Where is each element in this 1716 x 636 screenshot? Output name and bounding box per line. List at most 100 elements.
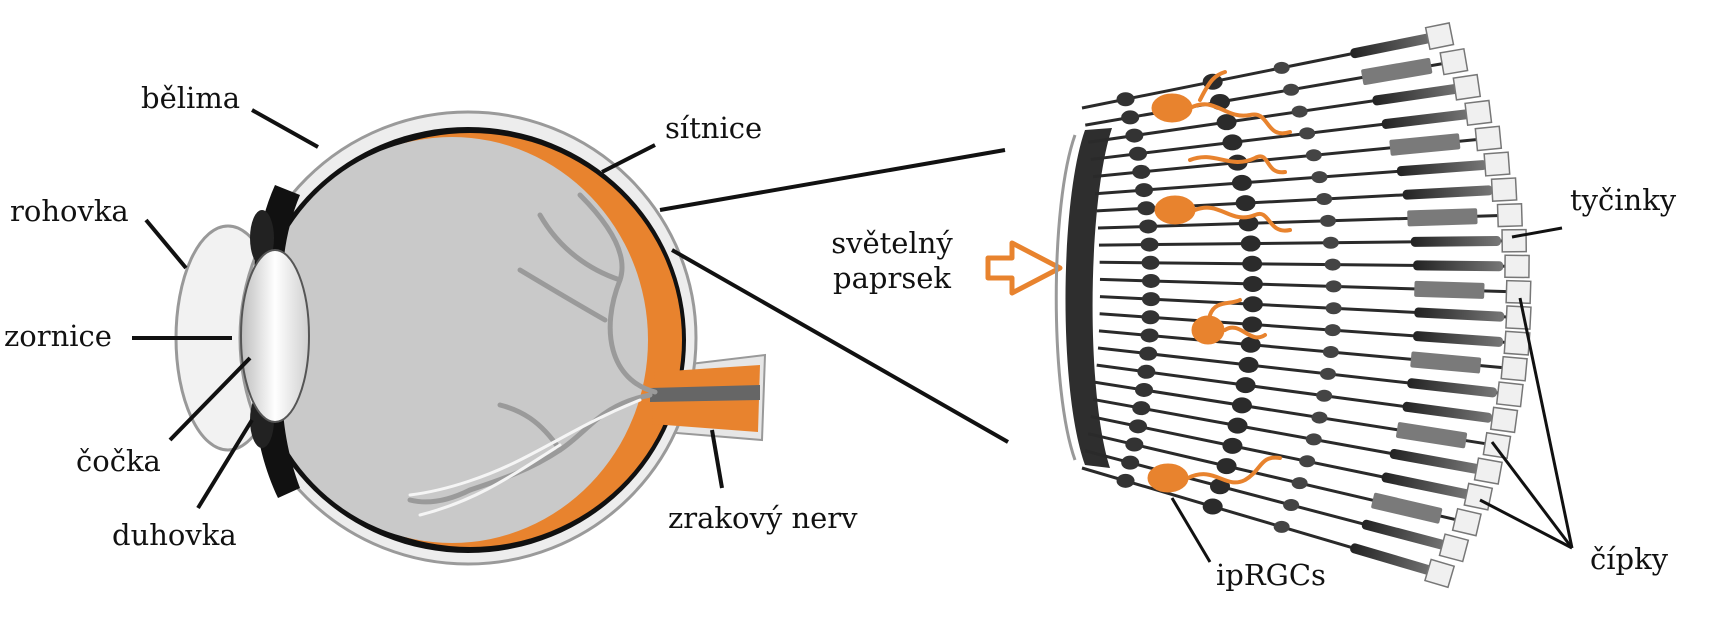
- ganglion-cell: [1139, 219, 1158, 234]
- bipolar-cell: [1216, 458, 1237, 475]
- rod-cell: [1350, 543, 1438, 577]
- rod-cell: [1407, 378, 1497, 398]
- photoreceptor-nucleus: [1319, 367, 1336, 380]
- bipolar-cell: [1242, 296, 1263, 313]
- pigment-epithelium-cell: [1474, 125, 1503, 152]
- photoreceptor-nucleus: [1324, 324, 1341, 337]
- bipolar-cell: [1240, 336, 1261, 353]
- zoom-line-top: [659, 148, 1006, 212]
- photoreceptor-nucleus: [1283, 83, 1300, 96]
- photoreceptor-nucleus: [1322, 345, 1339, 358]
- bipolar-cell: [1202, 498, 1223, 515]
- label-light-ray-line2: paprsek: [833, 261, 951, 296]
- photoreceptor-nucleus: [1316, 192, 1333, 205]
- photoreceptor-nucleus: [1325, 280, 1342, 293]
- photoreceptor-nucleus: [1316, 389, 1333, 402]
- blood-vessels-light: [408, 398, 642, 517]
- bipolar-cell: [1240, 235, 1261, 252]
- bipolar-cell: [1235, 377, 1256, 394]
- cones-callout-3: [1479, 498, 1573, 550]
- bipolar-cell: [1222, 134, 1243, 151]
- pigment-epithelium-cell: [1504, 254, 1530, 279]
- nerve-fiber-layer: [1065, 128, 1112, 468]
- label-retina: sítnice: [665, 111, 763, 145]
- photoreceptor-nucleus: [1291, 477, 1308, 490]
- ganglion-cell: [1129, 419, 1148, 434]
- rod-cell: [1410, 235, 1501, 247]
- pigment-epithelium-cell: [1495, 381, 1524, 408]
- pigment-epithelium-cell: [1505, 279, 1532, 305]
- rod-cell: [1396, 160, 1487, 177]
- photoreceptor-nucleus: [1319, 214, 1336, 227]
- rod-cell: [1381, 472, 1471, 500]
- pigment-epithelium-cell: [1451, 507, 1482, 537]
- pigment-epithelium-cell: [1503, 330, 1531, 356]
- cone-cell: [1389, 133, 1461, 156]
- photoreceptor-nucleus: [1299, 127, 1316, 140]
- bipolar-cell: [1242, 316, 1263, 333]
- rod-cell: [1402, 185, 1493, 200]
- cone-cell: [1414, 280, 1485, 299]
- ganglion-cell: [1121, 110, 1140, 125]
- ganglion-cell: [1125, 128, 1144, 143]
- inner-limiting-membrane: [1054, 134, 1077, 461]
- label-pupil: zornice: [4, 319, 112, 353]
- eye-callouts: [132, 108, 1009, 510]
- rod-cell: [1372, 83, 1462, 106]
- rod-cell: [1414, 307, 1505, 322]
- bipolar-cell: [1231, 397, 1252, 414]
- photoreceptor-nucleus: [1273, 61, 1290, 74]
- eyeball: [174, 110, 767, 566]
- cones-callout-1: [1518, 297, 1574, 549]
- ganglion-cell: [1132, 164, 1151, 179]
- label-optic-nerve: zrakový nerv: [668, 501, 858, 535]
- rod-cell: [1381, 109, 1472, 129]
- cone-cell: [1407, 208, 1478, 227]
- retina-cross-section: [1054, 22, 1532, 589]
- label-light-ray: světelný paprsek: [822, 226, 962, 297]
- rods-callout: [1511, 226, 1563, 239]
- vitreous-body: [256, 137, 648, 543]
- cornea-callout: [144, 218, 188, 270]
- retina-callouts: [1170, 226, 1574, 563]
- iprgc-callout: [1170, 497, 1212, 563]
- iprgc-cells: [1147, 70, 1292, 493]
- photoreceptor-nucleus: [1273, 520, 1290, 533]
- pigment-epithelium-cell: [1483, 151, 1511, 177]
- bipolar-cell: [1242, 276, 1263, 293]
- photoreceptor-nucleus: [1311, 171, 1328, 184]
- ganglion-cell: [1135, 183, 1154, 198]
- ganglion-cell: [1121, 455, 1140, 470]
- zoom-line-bottom: [671, 248, 1009, 444]
- iris-callout: [196, 418, 254, 510]
- label-rods: tyčinky: [1570, 183, 1677, 217]
- bipolar-cell: [1227, 417, 1248, 434]
- ganglion-cell: [1129, 146, 1148, 161]
- lens-callout: [168, 356, 252, 442]
- ganglion-cell: [1116, 92, 1135, 107]
- photoreceptor-nucleus: [1305, 433, 1322, 446]
- ganglion-cell: [1140, 328, 1159, 343]
- iprgc-cell: [1191, 315, 1225, 345]
- iprgc-cell: [1147, 463, 1189, 493]
- pigment-epithelium-cell: [1439, 47, 1469, 76]
- ganglion-cell: [1141, 310, 1160, 325]
- pigment-epithelium-cell: [1438, 533, 1470, 563]
- photoreceptor-nucleus: [1324, 258, 1341, 271]
- ganglion-cell: [1116, 473, 1135, 488]
- pigment-epithelium-cell: [1482, 431, 1512, 460]
- retina-callout: [601, 143, 656, 174]
- photoreceptor-nucleus: [1322, 236, 1339, 249]
- ganglion-cell: [1141, 273, 1160, 288]
- rod-cell: [1389, 448, 1479, 474]
- rod-cell: [1350, 32, 1440, 59]
- bipolar-cell: [1238, 356, 1259, 373]
- rod-cell: [1413, 260, 1504, 272]
- label-sclera: bělima: [141, 81, 241, 115]
- ganglion-cell: [1137, 201, 1156, 216]
- rod-cell: [1402, 401, 1493, 423]
- pigment-epithelium-cell: [1500, 355, 1528, 382]
- ganglion-cell: [1125, 437, 1144, 452]
